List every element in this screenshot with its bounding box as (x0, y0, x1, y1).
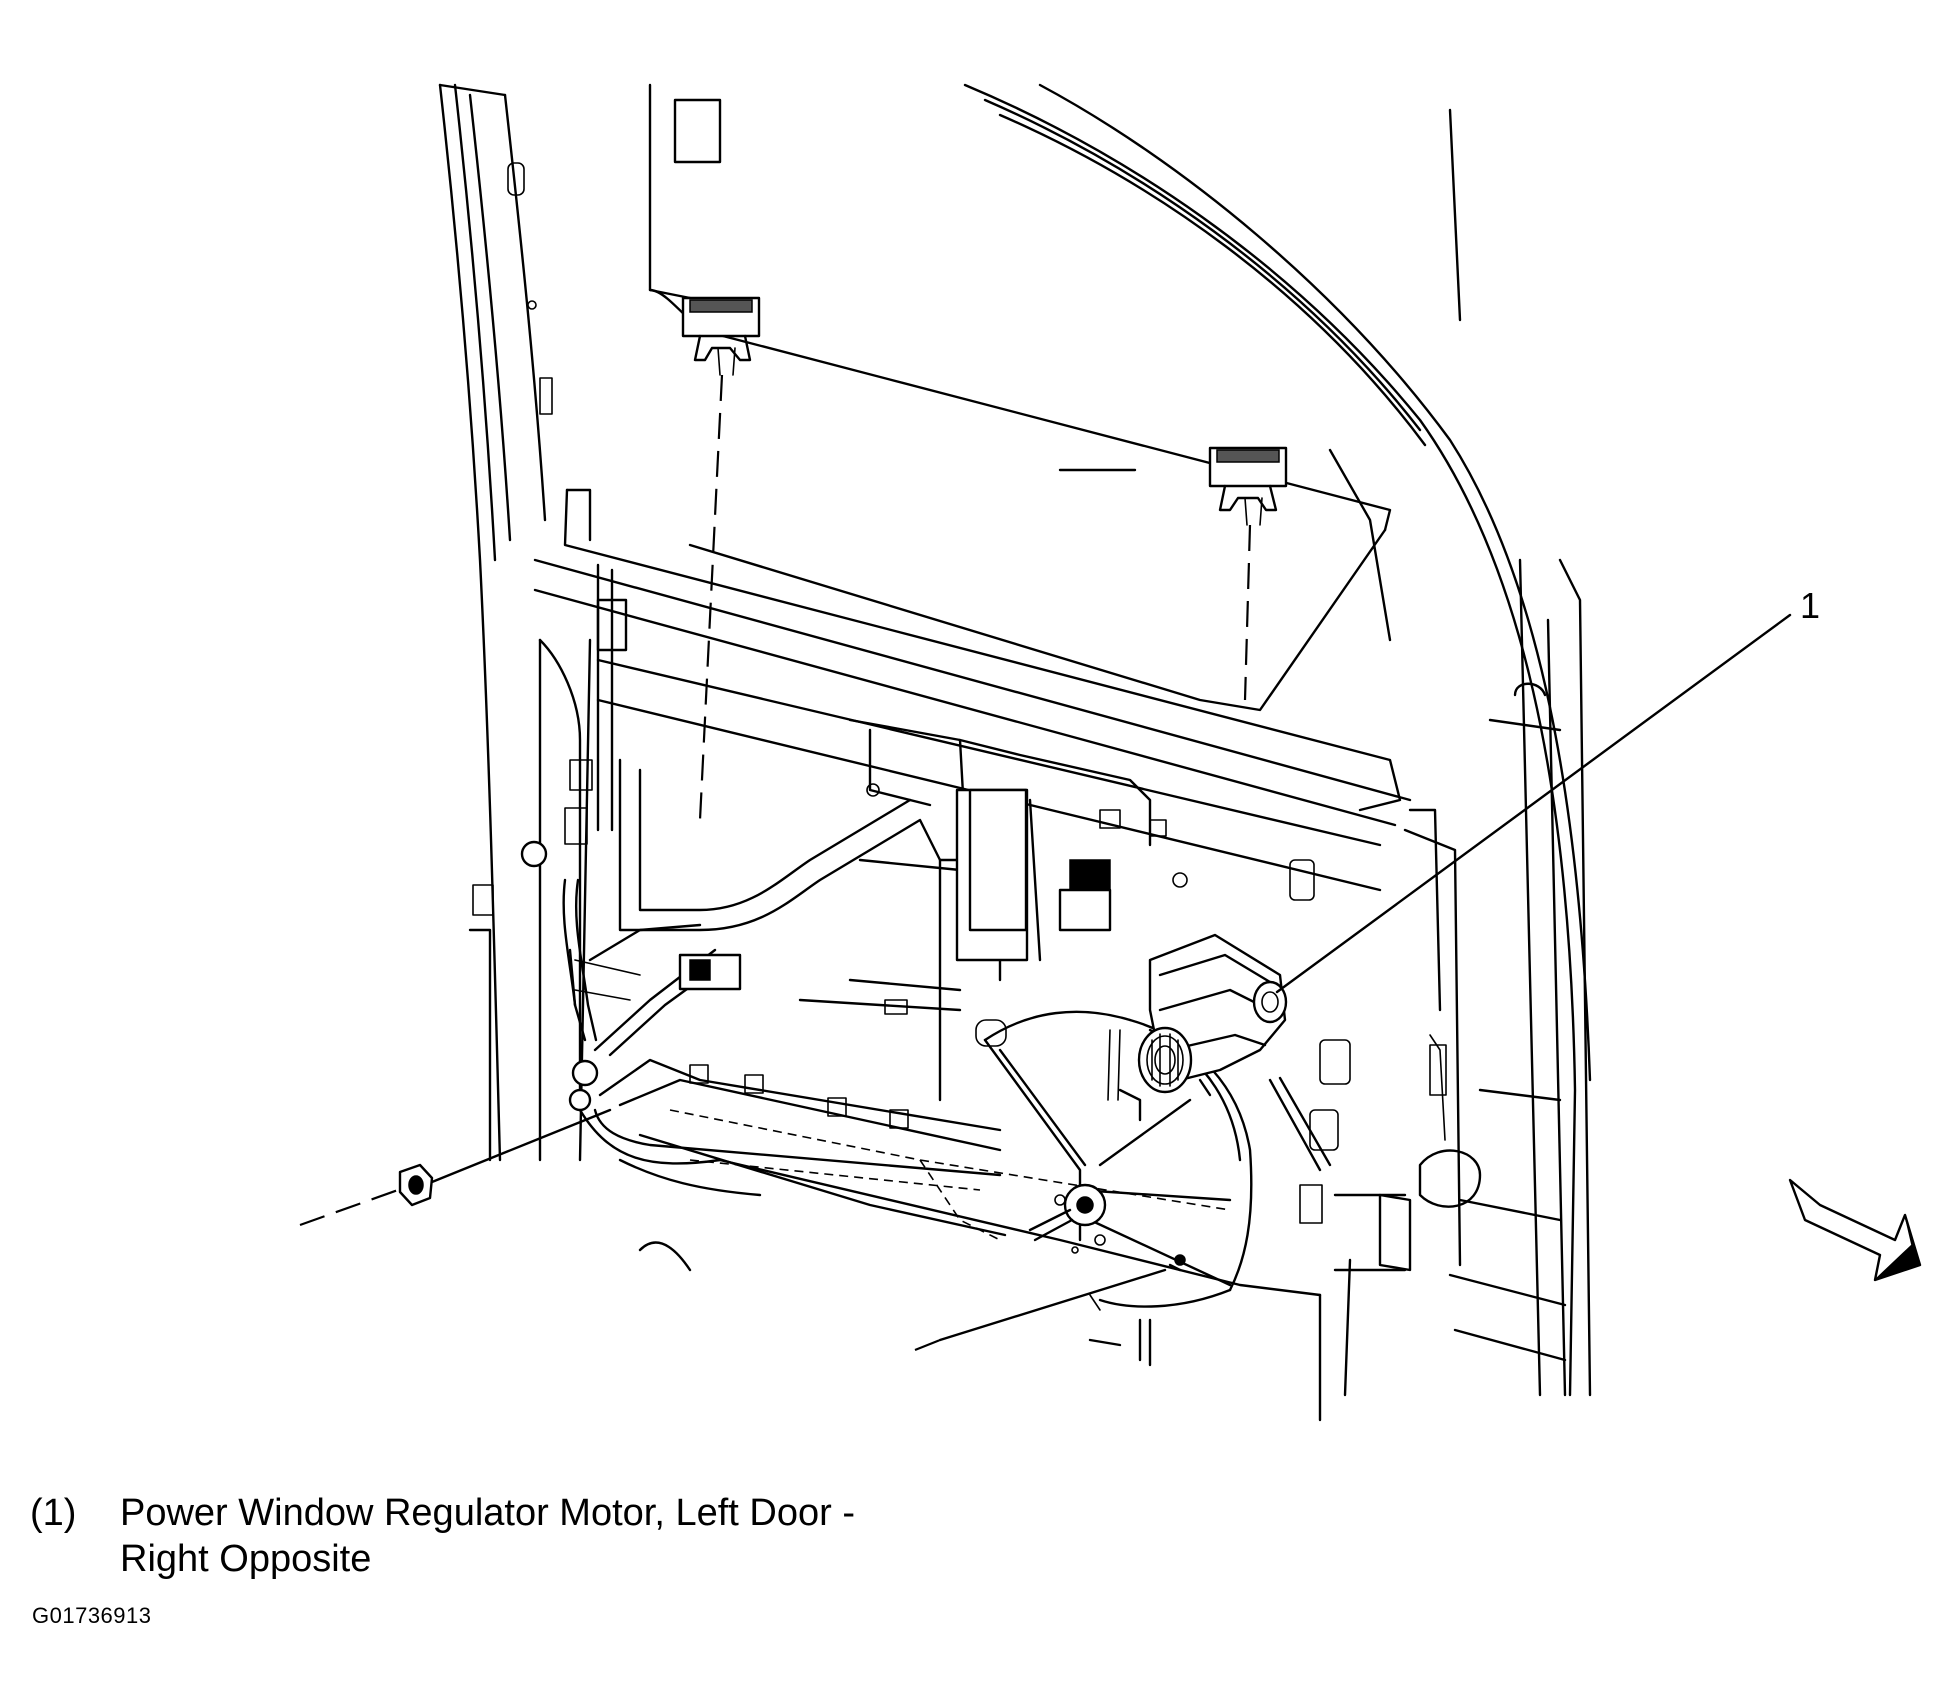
callout-number: 1 (1800, 585, 1820, 626)
lower-rail (593, 1058, 1231, 1367)
legend-item: (1) Power Window Regulator Motor, Left D… (30, 1490, 880, 1582)
nut-left (299, 1108, 612, 1227)
left-pillar-details (468, 162, 592, 1162)
view-direction-arrow (1788, 1178, 1922, 1282)
legend-text: Power Window Regulator Motor, Left Door … (120, 1492, 855, 1580)
regulator-arm (568, 718, 1188, 1102)
fasteners (299, 1108, 1182, 1352)
inner-panel (538, 638, 1567, 1422)
cable-linkage (562, 878, 742, 1112)
glass-clip-left (681, 296, 761, 376)
door-frame (438, 83, 1592, 1397)
glass-clip-right (1208, 446, 1288, 526)
regulator-motor (1118, 933, 1332, 1172)
bolt-lower (914, 1263, 1182, 1352)
figure-id: G01736913 (32, 1603, 152, 1628)
window-glass (648, 288, 1392, 821)
legend: (1) Power Window Regulator Motor, Left D… (30, 1490, 880, 1582)
legend-number: (1) (30, 1492, 77, 1534)
callout-1: 1 (1275, 585, 1820, 994)
